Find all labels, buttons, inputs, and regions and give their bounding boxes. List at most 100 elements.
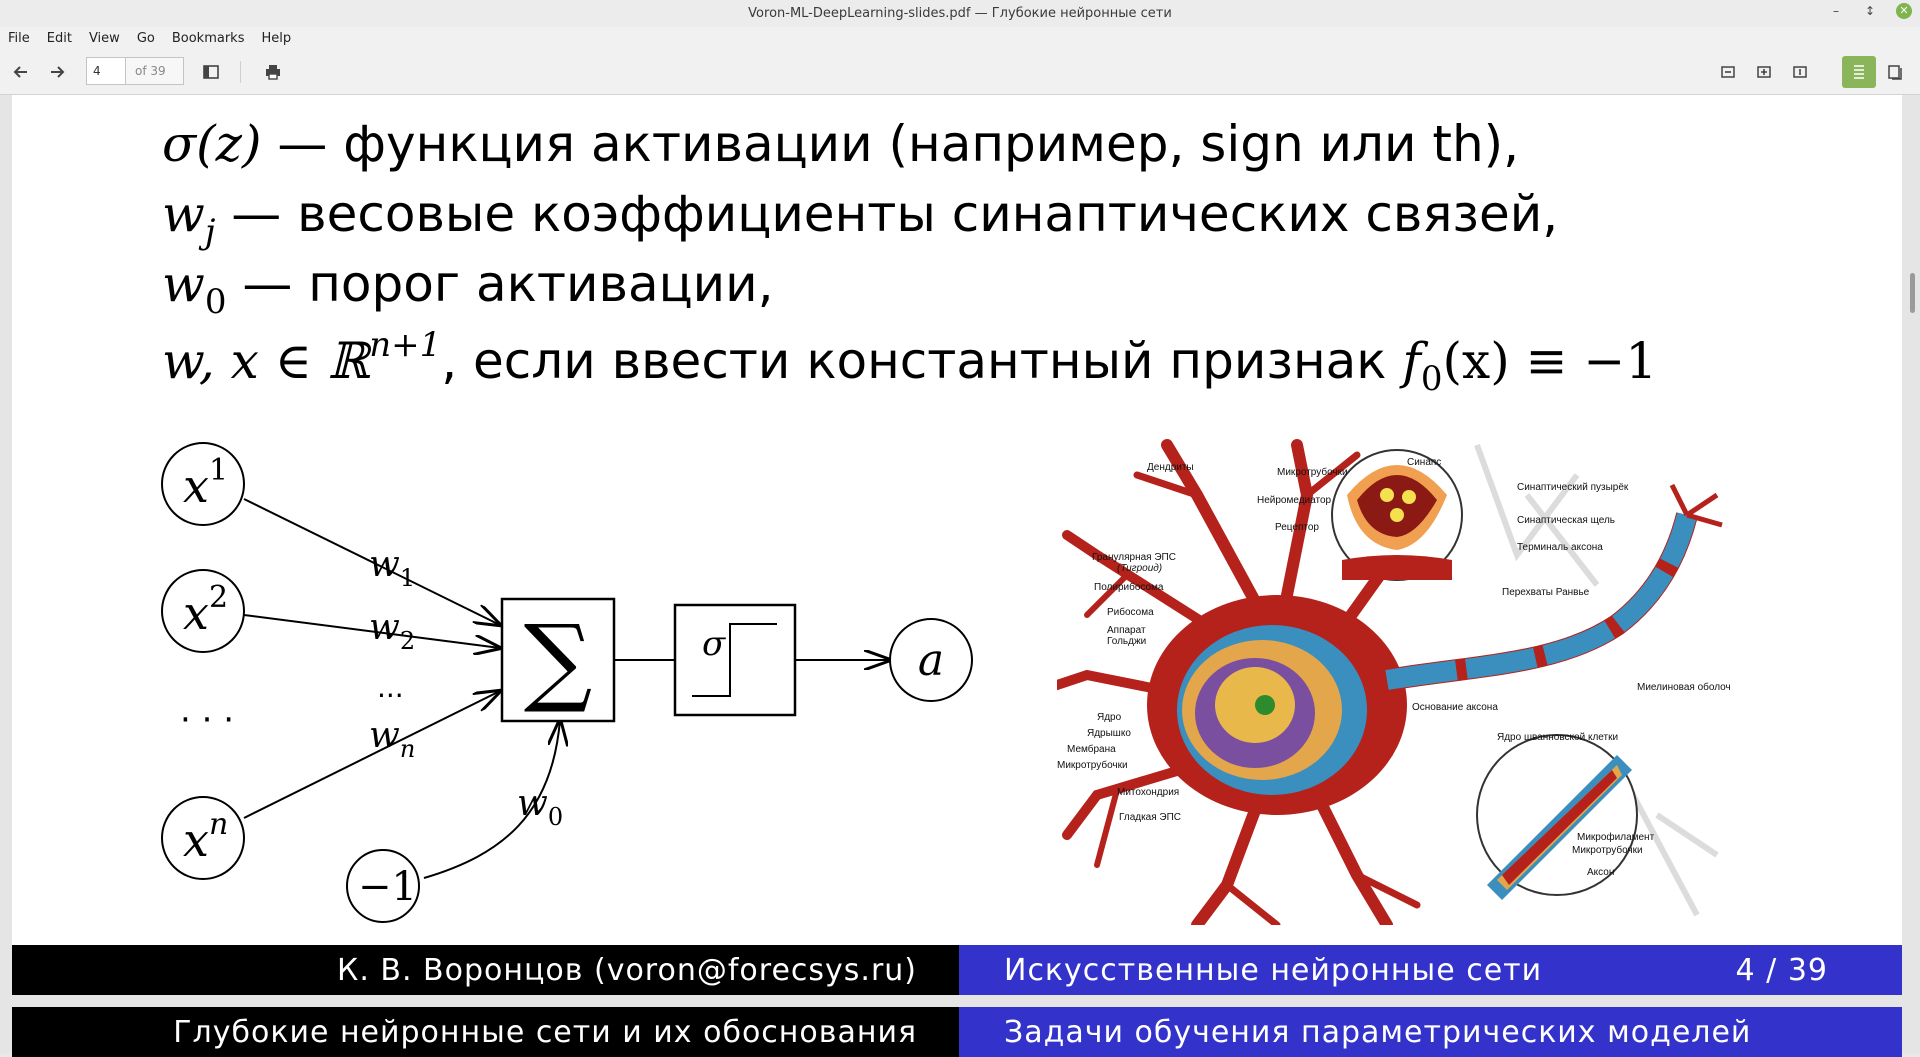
toolbar-separator (240, 61, 241, 83)
footer-page-number: 4 / 39 (1735, 952, 1828, 988)
slide-line-2-text: — весовые коэффициенты синаптических свя… (215, 185, 1559, 243)
dual-page-icon[interactable] (1886, 62, 1906, 82)
zoom-out-icon[interactable] (1718, 62, 1738, 82)
label-smooth-er: Гладкая ЭПС (1119, 812, 1181, 823)
footer-section-bar: Искусственные нейронные сети 4 / 39 (959, 945, 1902, 995)
zoom-in-icon[interactable] (1754, 62, 1774, 82)
label-golgi-2: Гольджи (1107, 636, 1146, 647)
menu-file[interactable]: File (8, 30, 30, 46)
menu-bookmarks[interactable]: Bookmarks (171, 30, 245, 46)
label-mitochondria: Митохондрия (1117, 787, 1179, 798)
label-nucleus: Ядро (1097, 712, 1122, 723)
footer-section: Искусственные нейронные сети (1004, 952, 1543, 988)
label-tigroid: (Тигроид) (1117, 563, 1162, 574)
slide-line-3-sub: 0 (204, 282, 227, 322)
label-ribosome: Рибосома (1107, 606, 1154, 618)
document-view[interactable]: σ(z) — функция активации (например, sign… (0, 95, 1920, 1057)
label-ranvier: Перехваты Ранвье (1502, 587, 1590, 598)
input-node-1 (161, 442, 245, 526)
slide-line-4-tail-end: (x) ≡ −1 (1442, 332, 1658, 390)
window-controls: – ↕ ✕ (1828, 3, 1912, 19)
slide-line-4-tail-sub: 0 (1420, 359, 1443, 399)
back-arrow-icon[interactable] (11, 62, 31, 82)
sidebar-toggle-icon[interactable] (201, 62, 221, 82)
next-slide-header: Глубокие нейронные сети и их обоснования… (12, 1007, 1902, 1057)
footer-author: К. В. Воронцов (voron@forecsys.ru) (12, 945, 959, 995)
pdf-page: σ(z) — функция активации (например, sign… (12, 95, 1902, 995)
label-membrane: Мембрана (1067, 743, 1116, 755)
page-number-input[interactable]: 4 (86, 57, 126, 85)
input-node-n (161, 796, 245, 880)
slide-line-3: w0 — порог активации, (162, 255, 774, 322)
label-microfilament: Микрофиламент (1577, 831, 1655, 843)
activation-block (673, 603, 797, 717)
label-dendrites: Дендриты (1147, 462, 1194, 473)
next-header-right: Задачи обучения параметрических моделей (959, 1007, 1902, 1057)
label-cleft: Синаптическая щель (1517, 515, 1615, 526)
menu-help[interactable]: Help (261, 30, 292, 46)
maximize-button[interactable]: ↕ (1864, 4, 1876, 18)
output-node (889, 618, 973, 702)
step-function-icon (692, 623, 777, 697)
input-node-2 (161, 569, 245, 653)
label-myelin: Миелиновая оболочка (1637, 681, 1730, 693)
menu-bar: File Edit View Go Bookmarks Help (0, 27, 1920, 49)
label-rough-er: Гранулярная ЭПС (1092, 552, 1176, 563)
label-polyribosome: Полирибосома (1094, 581, 1164, 593)
input-label-n: xn (183, 807, 228, 867)
label-receptor: Рецептор (1275, 522, 1319, 533)
label-microtubules-axon: Микротрубочки (1572, 844, 1643, 856)
menu-go[interactable]: Go (136, 30, 155, 46)
minimize-button[interactable]: – (1833, 4, 1839, 18)
slide-line-3-text: — порог активации, (226, 255, 774, 313)
window-titlebar: Voron-ML-DeepLearning-slides.pdf — Глубо… (0, 0, 1920, 27)
label-axon-terminal: Терминаль аксона (1517, 542, 1603, 553)
axon (1385, 512, 1697, 690)
menu-view[interactable]: View (88, 30, 120, 46)
label-microtubules-left: Микротрубочки (1057, 759, 1128, 771)
menu-edit[interactable]: Edit (46, 30, 72, 46)
perceptron-diagram: x1 x2 xn · · · −1 w1 w2 ... wn w0 ∑ σ a (161, 442, 973, 923)
weight-label-2: w2 (369, 607, 415, 655)
close-button[interactable]: ✕ (1896, 3, 1912, 19)
output-label: a (918, 635, 944, 686)
label-nucleolus: Ядрышко (1087, 728, 1131, 739)
label-microtubules-top: Микротрубочки (1277, 466, 1348, 478)
weight-label-1: w1 (369, 544, 415, 592)
next-header-left: Глубокие нейронные сети и их обоснования (12, 1007, 959, 1057)
label-axon: Аксон (1587, 867, 1614, 878)
sum-symbol: ∑ (524, 604, 593, 716)
bias-node (346, 849, 420, 923)
page-total: of 39 (126, 57, 184, 85)
bias-label: −1 (358, 864, 417, 910)
slide-line-4-text: , если ввести константный признак (441, 332, 1403, 390)
window-title: Voron-ML-DeepLearning-slides.pdf — Глубо… (748, 6, 1172, 21)
forward-arrow-icon[interactable] (47, 62, 67, 82)
neuron-illustration: Дендриты Микротрубочки Нейромедиатор Рец… (1057, 435, 1730, 925)
slide-line-3-term: w (162, 255, 205, 313)
slide-line-2-sub: j (204, 212, 216, 252)
weight-ellipsis: ... (377, 671, 404, 704)
slide-line-1-term: σ(z) (162, 115, 262, 173)
input-ellipsis: · · · (180, 700, 234, 740)
label-neurotransmitter: Нейромедиатор (1257, 495, 1332, 506)
input-label-2: x2 (183, 580, 228, 640)
sigma-symbol: σ (702, 624, 726, 664)
fit-page-icon[interactable] (1790, 62, 1810, 82)
sum-block (500, 597, 616, 723)
slide-line-1-text: — функция активации (например, sign или … (261, 115, 1520, 173)
print-icon[interactable] (263, 62, 283, 82)
slide-line-4-sup: n+1 (369, 325, 442, 365)
label-vesicle: Синаптический пузырёк (1517, 482, 1629, 493)
scrollbar-thumb[interactable] (1910, 273, 1915, 313)
weight-label-n: wn (369, 715, 415, 763)
toolbar: 4 of 39 (0, 49, 1920, 95)
input-label-1: x1 (183, 453, 228, 513)
slide-footer: К. В. Воронцов (voron@forecsys.ru) Искус… (12, 945, 1902, 995)
label-axon-hillock: Основание аксона (1412, 702, 1498, 713)
slide-line-4: w, x ∈ ℝn+1, если ввести константный при… (162, 325, 1657, 399)
continuous-view-button[interactable] (1842, 56, 1876, 88)
label-golgi-1: Аппарат (1107, 625, 1146, 636)
slide-line-2-term: w (162, 185, 205, 243)
slide-line-2: wj — весовые коэффициенты синаптических … (162, 185, 1558, 252)
